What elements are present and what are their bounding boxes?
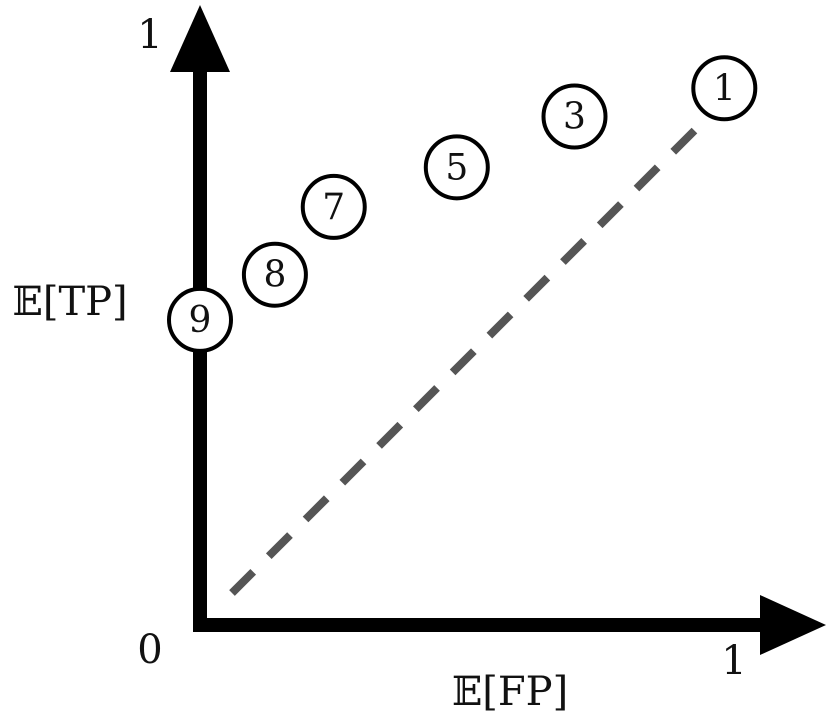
point-label: 3	[563, 97, 586, 138]
y-tick-max: 1	[137, 12, 162, 58]
data-point-7: 7	[300, 173, 367, 240]
x-axis-label: 𝔼[FP]	[452, 669, 568, 715]
point-label: 5	[445, 147, 468, 188]
point-label: 8	[263, 255, 286, 296]
point-marker	[241, 241, 308, 308]
data-point-3: 3	[541, 83, 608, 150]
point-marker	[541, 83, 608, 150]
point-marker	[300, 173, 367, 240]
point-marker	[691, 55, 758, 122]
x-tick-max: 1	[721, 638, 746, 684]
point-marker	[423, 134, 490, 201]
y-axis-label: 𝔼[TP]	[12, 279, 127, 325]
data-point-1: 1	[691, 55, 758, 122]
point-label: 9	[189, 300, 212, 341]
point-label: 7	[322, 187, 345, 228]
chance-diagonal	[229, 87, 738, 596]
data-point-8: 8	[241, 241, 308, 308]
x-axis-arrowhead	[760, 595, 826, 655]
origin-tick: 0	[137, 627, 162, 673]
point-marker	[167, 286, 233, 353]
y-axis-arrowhead	[170, 5, 230, 72]
data-point-5: 5	[423, 134, 490, 201]
data-point-9: 9	[167, 286, 233, 353]
point-label: 1	[713, 68, 736, 109]
